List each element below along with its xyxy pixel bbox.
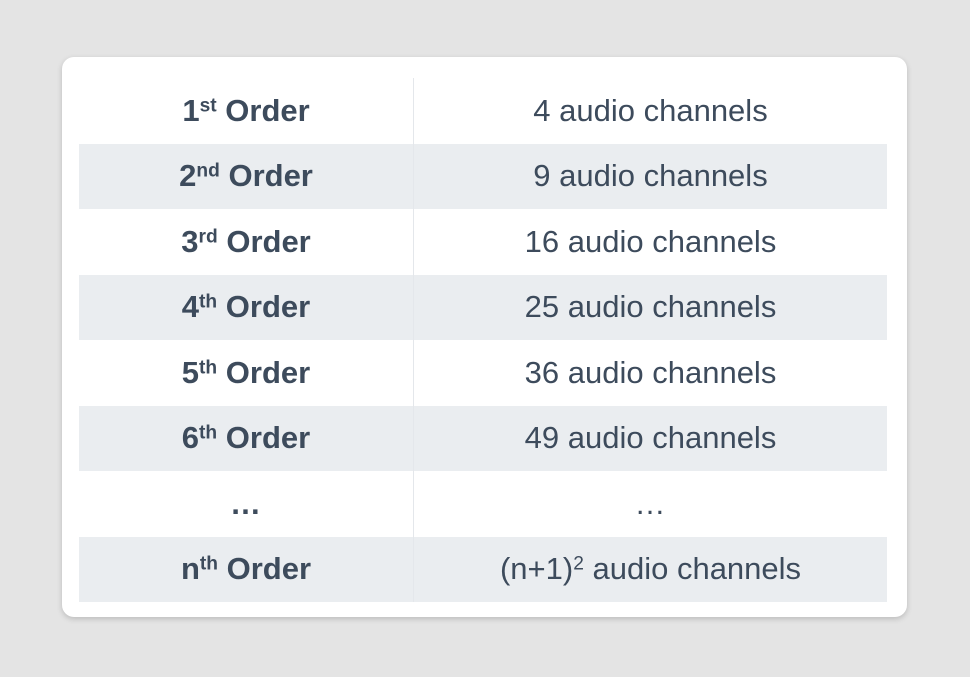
order-cell: 6th Order: [79, 405, 414, 471]
table-row: … …: [79, 471, 887, 537]
order-cell: 4th Order: [79, 274, 414, 340]
channels-cell: 36 audio channels: [524, 354, 777, 390]
table-row: 5th Order 36 audio channels: [79, 340, 887, 406]
order-cell: 3rd Order: [79, 209, 414, 275]
table-row: 4th Order 25 audio channels: [79, 274, 887, 340]
table-row: 2nd Order 9 audio channels: [79, 143, 887, 209]
order-cell: 2nd Order: [79, 143, 414, 209]
channels-cell: 4 audio channels: [533, 92, 768, 128]
order-cell: nth Order: [79, 536, 414, 602]
ambisonics-order-card: 1st Order 4 audio channels 2nd Order 9 a…: [62, 57, 907, 617]
channels-ellipsis-cell: …: [634, 485, 667, 521]
ambisonics-order-table: 1st Order 4 audio channels 2nd Order 9 a…: [79, 78, 887, 602]
order-ellipsis-cell: …: [79, 471, 414, 537]
channels-cell: 9 audio channels: [413, 143, 887, 209]
table-row: 3rd Order 16 audio channels: [79, 209, 887, 275]
order-cell: 1st Order: [79, 78, 414, 144]
table-row: nth Order (n+1)2 audio channels: [79, 536, 887, 602]
channels-cell: 49 audio channels: [413, 405, 887, 471]
table-row: 6th Order 49 audio channels: [79, 405, 887, 471]
table-row: 1st Order 4 audio channels: [79, 78, 887, 144]
order-cell: 5th Order: [79, 340, 414, 406]
channels-cell: 16 audio channels: [524, 223, 777, 259]
channels-cell: 25 audio channels: [413, 274, 887, 340]
channels-cell: (n+1)2 audio channels: [413, 536, 887, 602]
